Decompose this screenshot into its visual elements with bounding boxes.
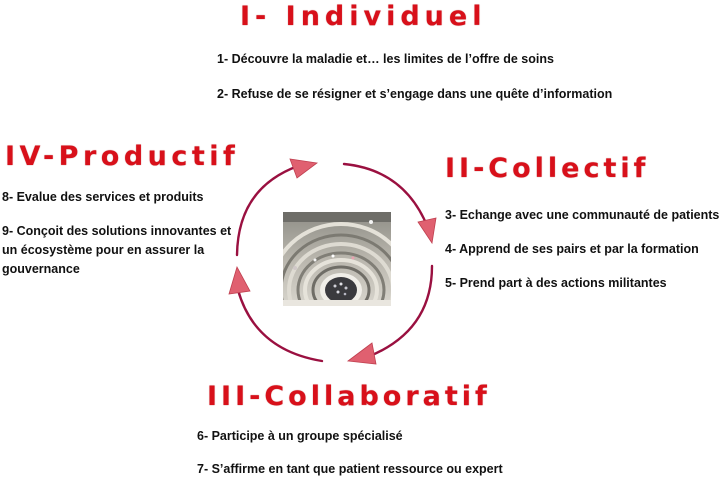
- stage-title-individuel: I- Individuel: [240, 1, 487, 32]
- stage-item-6: 6- Participe à un groupe spécialisé: [197, 429, 403, 443]
- stage-item-7: 7- S’affirme en tant que patient ressour…: [197, 462, 503, 476]
- stage-item-4: 4- Apprend de ses pairs et par la format…: [445, 242, 699, 256]
- stage-title-productif: IV-Productif: [5, 141, 240, 172]
- stage-title-collectif: II-Collectif: [445, 153, 650, 184]
- stage-item-3: 3- Echange avec une communauté de patien…: [445, 208, 720, 222]
- stage-item-9: 9- Conçoit des solutions innovantes et u…: [2, 224, 232, 276]
- spiral-staircase-illustration: [283, 212, 391, 306]
- stage-item-5: 5- Prend part à des actions militantes: [445, 276, 667, 290]
- center-photo-spiral-staircase: [283, 212, 391, 306]
- stage-item-8: 8- Evalue des services et produits: [2, 190, 204, 204]
- stage-item-2: 2- Refuse de se résigner et s’engage dan…: [217, 87, 613, 101]
- stage-title-collaboratif: III-Collaboratif: [207, 381, 491, 412]
- stage-item-1: 1- Découvre la maladie et… les limites d…: [217, 52, 554, 66]
